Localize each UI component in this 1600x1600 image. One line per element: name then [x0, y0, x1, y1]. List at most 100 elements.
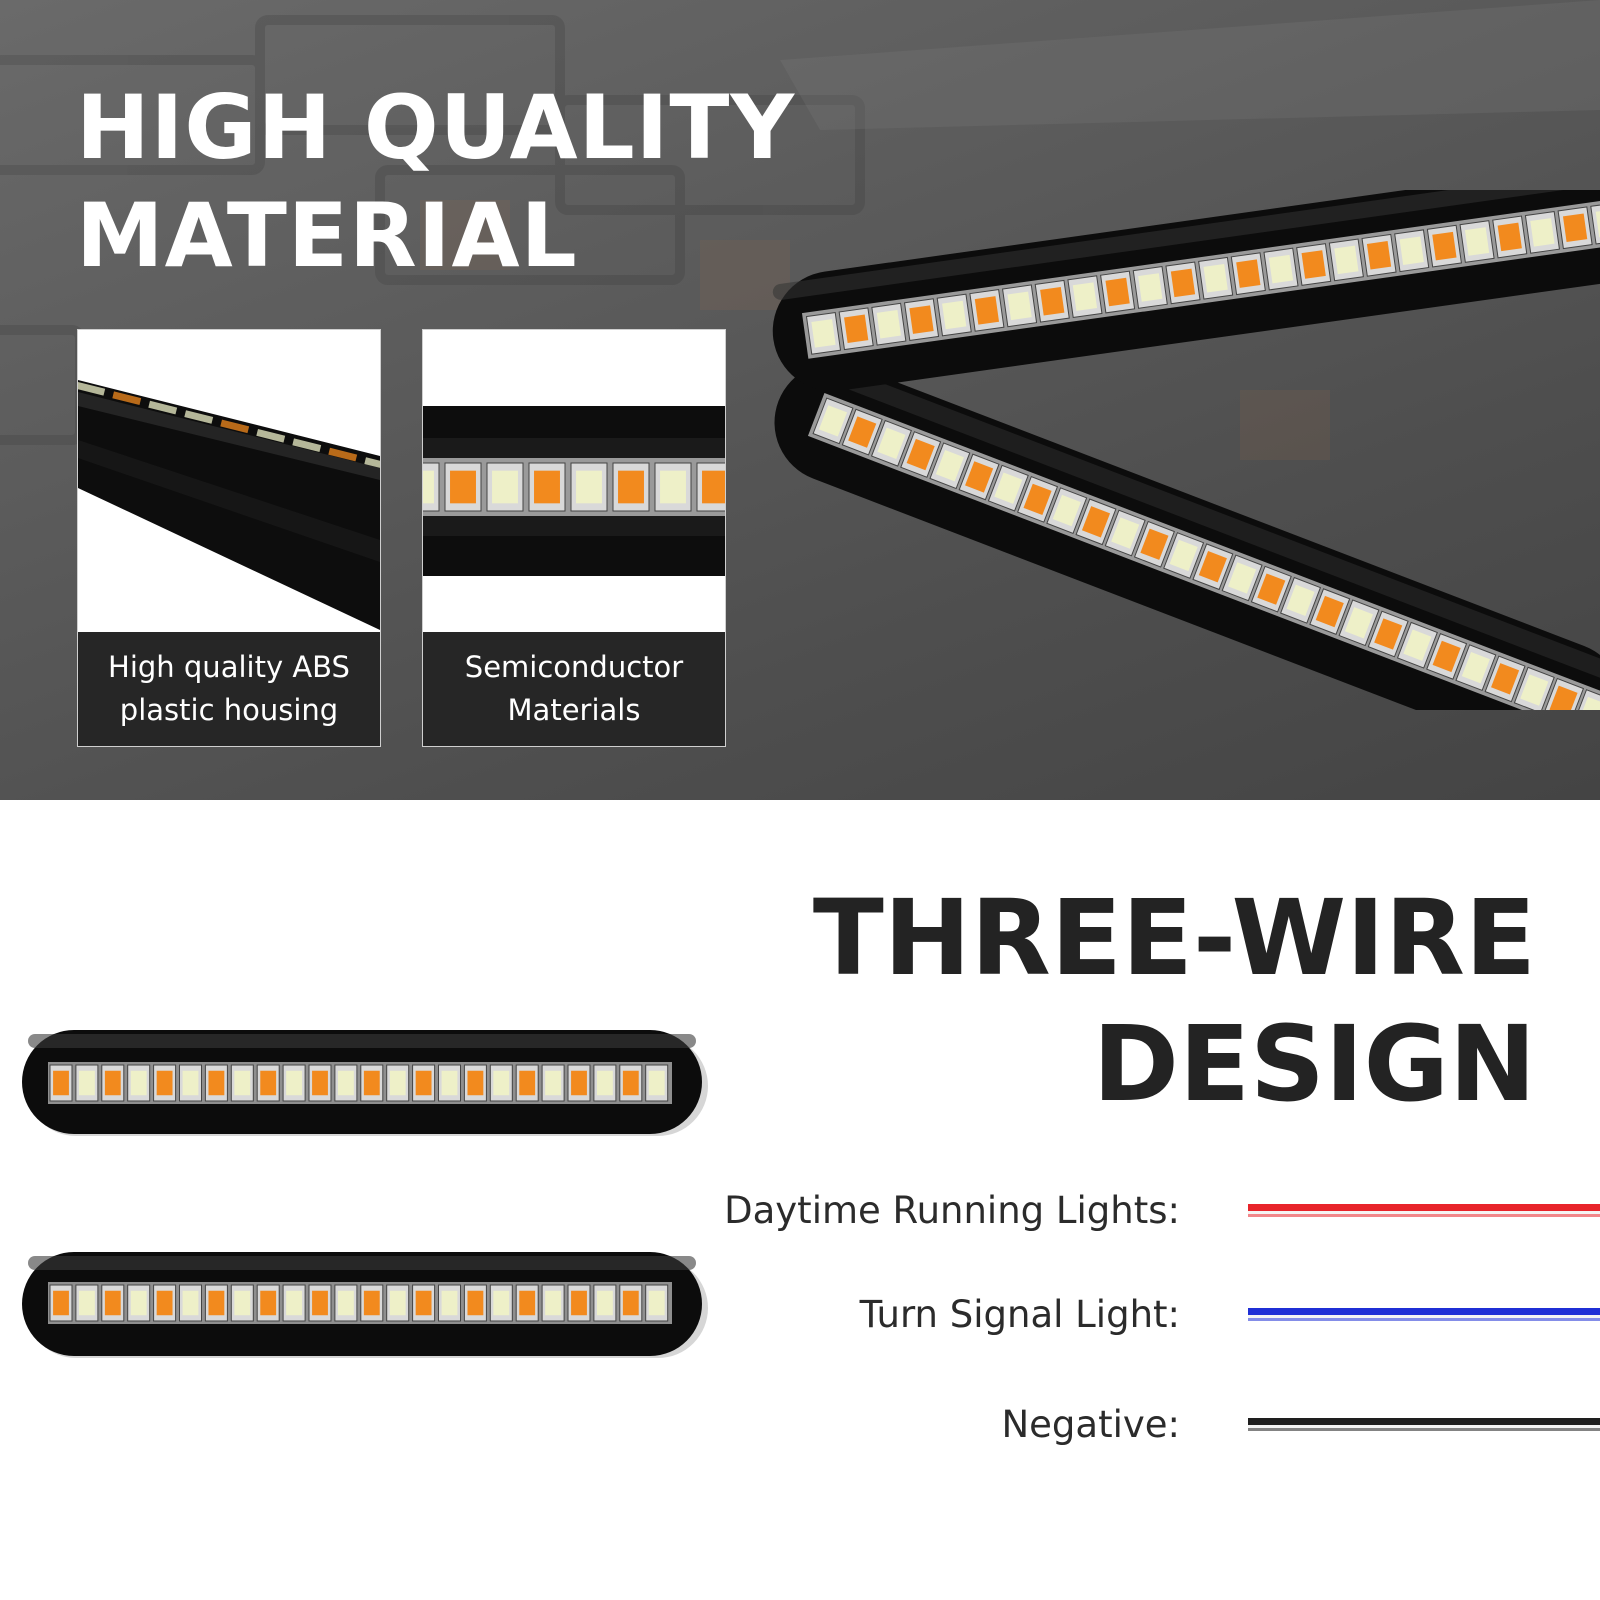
led-chip-amber: [1491, 663, 1520, 695]
led-chip-white: [1530, 218, 1555, 247]
led-chip-white: [493, 1290, 510, 1316]
led-chip-amber: [467, 1290, 484, 1316]
led-chip-white: [78, 1070, 95, 1096]
led-chip-white: [1464, 227, 1490, 256]
led-chip-amber: [363, 1070, 380, 1096]
led-chip-white: [1007, 291, 1032, 321]
led-chip-amber: [534, 470, 560, 504]
led-chip-amber: [1562, 213, 1588, 242]
led-chip-white: [1111, 517, 1140, 549]
led-chip-white: [596, 1290, 613, 1316]
led-chip-white: [493, 1070, 510, 1096]
abs-caption-line1: High quality ABS: [108, 650, 350, 684]
led-chip-white: [130, 1070, 147, 1096]
led-chip-amber: [260, 1290, 277, 1316]
led-chip-amber: [519, 1290, 536, 1316]
abs-housing-closeup-image: [78, 330, 380, 632]
led-chip-white: [1203, 264, 1228, 293]
led-chip-white: [234, 1290, 251, 1316]
led-chip-white: [994, 472, 1023, 504]
led-chip-amber: [312, 1290, 328, 1316]
led-chip-white: [1228, 562, 1257, 594]
led-chip-amber: [156, 1290, 173, 1316]
led-strip-1: [22, 1030, 708, 1136]
led-chip-amber: [450, 470, 476, 504]
led-chip-amber: [1170, 268, 1196, 298]
led-chip-amber: [519, 1070, 536, 1096]
wire-title-line1: THREE-WIRE: [812, 877, 1536, 999]
led-chip-white: [492, 470, 518, 504]
led-chip-amber: [415, 1070, 432, 1096]
led-chip-amber: [1432, 640, 1461, 673]
semiconductor-closeup-image: [423, 330, 725, 632]
led-chip-white: [130, 1290, 147, 1316]
led-chip-white: [148, 400, 178, 415]
led-chip-white: [286, 1070, 303, 1096]
led-chip-amber: [104, 1070, 121, 1096]
led-chip-amber: [1023, 483, 1052, 516]
semi-caption-line2: Materials: [507, 693, 641, 727]
led-chip-white: [876, 309, 901, 339]
led-chip-amber: [618, 470, 644, 504]
led-chip-white: [1403, 629, 1432, 661]
led-chip-amber: [1140, 528, 1169, 560]
led-chip-amber: [312, 1070, 328, 1096]
led-chip-white: [942, 300, 967, 330]
wire-red: [1248, 1204, 1600, 1218]
led-chip-amber: [208, 1070, 225, 1096]
led-chip-white: [78, 382, 106, 396]
led-chip-white: [423, 470, 434, 504]
led-chip-amber: [974, 296, 1000, 325]
led-chip-amber: [1366, 241, 1392, 270]
led-chip-amber: [848, 416, 877, 448]
led-strip-upper: [772, 190, 1600, 392]
led-chip-white: [648, 1070, 665, 1096]
led-chip-amber: [415, 1290, 432, 1316]
abs-housing-caption: High quality ABS plastic housing: [78, 632, 380, 746]
led-chip-white: [576, 470, 602, 504]
led-chip-white: [1169, 539, 1198, 572]
led-chip-white: [78, 1290, 95, 1316]
wire-section: THREE-WIRE DESIGN Daytime Running Lights…: [0, 800, 1600, 1600]
led-chip-white: [1052, 494, 1081, 527]
led-chip-white: [1344, 607, 1374, 639]
led-chip-white: [256, 429, 286, 443]
led-chip-amber: [1236, 259, 1261, 288]
led-chip-white: [1138, 273, 1163, 302]
led-chip-amber: [844, 314, 869, 344]
led-chip-amber: [53, 1070, 69, 1096]
led-chip-white: [660, 470, 686, 504]
wire-label-turn-signal: Turn Signal Light:: [859, 1293, 1180, 1336]
led-chip-amber: [363, 1290, 380, 1316]
led-chip-amber: [467, 1070, 484, 1096]
led-chip-white: [364, 457, 380, 471]
material-title-line2: MATERIAL: [76, 184, 578, 287]
led-chip-amber: [156, 1070, 173, 1096]
led-chip-amber: [571, 1070, 587, 1096]
led-chip-amber: [622, 1290, 639, 1316]
led-chip-white: [1268, 254, 1294, 284]
semiconductor-card: Semiconductor Materials: [422, 329, 726, 747]
led-chip-white: [182, 1070, 199, 1096]
led-chip-white: [596, 1070, 613, 1096]
led-chip-white: [389, 1070, 406, 1096]
led-chip-white: [1334, 245, 1359, 275]
led-chip-amber: [208, 1290, 225, 1316]
led-chip-white: [234, 1070, 251, 1096]
led-chip-amber: [1432, 231, 1457, 261]
wire-label-drl: Daytime Running Lights:: [724, 1189, 1180, 1232]
led-chip-amber: [1198, 551, 1227, 583]
led-chip-white: [1399, 236, 1424, 265]
led-chip-amber: [622, 1070, 639, 1096]
led-chip-white: [1072, 282, 1098, 311]
led-chip-amber: [909, 305, 934, 334]
led-chip-amber: [1549, 685, 1578, 710]
led-chip-amber: [1040, 286, 1065, 316]
led-chip-amber: [1257, 573, 1286, 605]
led-strip-lower: [774, 354, 1600, 710]
led-chip-amber: [1497, 222, 1522, 252]
led-chip-white: [877, 427, 906, 459]
led-chip-white: [545, 1070, 562, 1096]
led-chip-white: [935, 450, 964, 482]
